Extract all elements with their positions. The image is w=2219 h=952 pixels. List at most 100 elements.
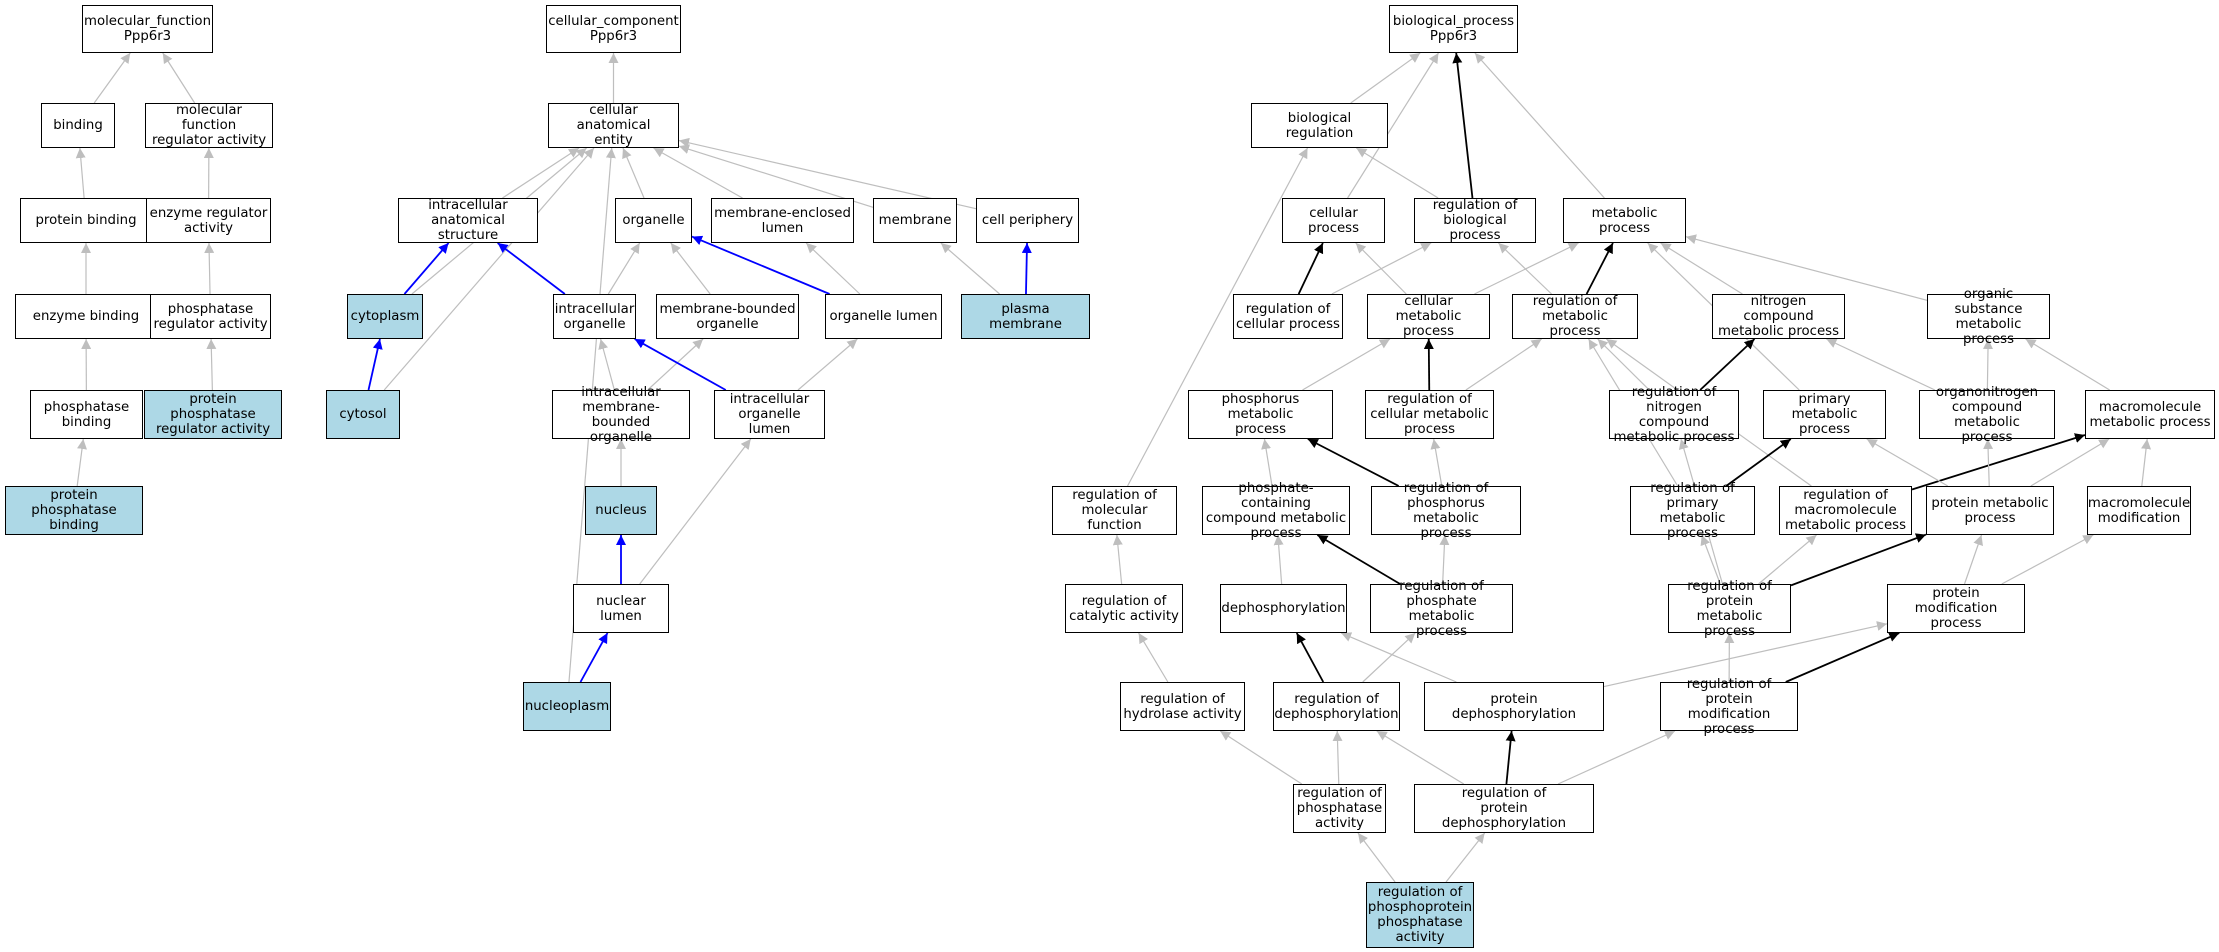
go-term-node-rncmp: regulation of nitrogen compound metaboli… xyxy=(1609,385,1739,445)
go-term-node-ppra: protein phosphatase regulator activity xyxy=(144,390,282,439)
edge-rncmp-to-ncmp xyxy=(1699,338,1756,391)
edge-pdeph-to-deph xyxy=(1340,632,1457,683)
go-term-node-rca: regulation of catalytic activity xyxy=(1065,584,1183,633)
edge-phmp-to-cmp xyxy=(1302,338,1391,391)
edge-rprotmp-to-rmacmp xyxy=(1758,534,1817,585)
edge-ol-to-org xyxy=(691,235,830,295)
go-term-node-nl: nuclear lumen xyxy=(573,584,669,633)
edge-oncmp-to-ncmp xyxy=(1826,338,1936,391)
edge-pccmp-to-phmp xyxy=(1261,438,1273,487)
go-term-node-rbp: regulation of biological process xyxy=(1414,198,1536,243)
go-term-node-rprotmp: regulation of protein metabolic process xyxy=(1668,579,1791,639)
edge-rpdeph-to-rdeph xyxy=(1376,730,1465,785)
edge-rpdeph-to-pdeph xyxy=(1505,730,1516,785)
go-term-node-pccmp: phosphate-containing compound metabolic … xyxy=(1202,481,1350,541)
go-term-node-protmp: protein metabolic process xyxy=(1926,486,2054,535)
go-term-node-phb: phosphatase binding xyxy=(30,390,143,439)
go-term-node-eb: enzyme binding xyxy=(15,294,157,339)
go-term-node-rmp: regulation of metabolic process xyxy=(1512,294,1638,339)
edge-rpmp2-to-pccmp xyxy=(1316,534,1401,585)
edge-iol-to-ol xyxy=(797,338,858,391)
go-term-node-rppa: regulation of phosphoprotein phosphatase… xyxy=(1366,882,1474,948)
go-term-node-rphmp: regulation of phosphorus metabolic proce… xyxy=(1371,481,1521,541)
edge-ppb-to-phb xyxy=(76,438,87,487)
go-term-node-rpmp: regulation of primary metabolic process xyxy=(1630,481,1755,541)
go-term-node-pmp: primary metabolic process xyxy=(1763,390,1886,439)
edge-pdeph-to-pmodp xyxy=(1603,621,1888,688)
edge-nl-to-iol xyxy=(639,438,752,585)
go-term-node-pm: plasma membrane xyxy=(961,294,1090,339)
go-term-node-cc: cellular_component Ppp6r3 xyxy=(546,5,681,53)
edge-protmp-to-oncmp xyxy=(1983,438,1994,487)
edge-io-to-ias xyxy=(497,242,566,295)
edge-pra-to-era xyxy=(204,242,215,295)
go-term-node-macmod: macromolecule modification xyxy=(2087,486,2191,535)
edge-mbo-to-org xyxy=(670,242,711,295)
go-term-node-oncmp: organonitrogen compound metabolic proces… xyxy=(1919,385,2055,445)
edge-rpmp2-to-rphmp xyxy=(1439,534,1450,585)
edge-pmodp-to-macmod xyxy=(2001,534,2094,585)
edge-imbo-to-mbo xyxy=(647,338,704,391)
go-term-node-pmodp: protein modification process xyxy=(1887,584,2025,633)
edge-cmp-to-cellp xyxy=(1355,242,1407,295)
edge-rpmodp-to-pmodp xyxy=(1785,632,1900,683)
go-term-node-mem: membrane xyxy=(873,198,957,243)
edge-ol-to-mel xyxy=(805,242,861,295)
edge-rha-to-rca xyxy=(1138,632,1169,683)
go-term-node-rcmp: regulation of cellular metabolic process xyxy=(1365,390,1494,439)
edge-ppra-to-pra xyxy=(206,338,217,391)
edge-oncmp-to-osmp xyxy=(1983,338,1994,391)
go-term-node-iol: intracellular organelle lumen xyxy=(714,390,825,439)
edge-rmp-to-rbp xyxy=(1498,242,1552,295)
edge-imbo-to-io xyxy=(598,338,615,391)
go-term-node-cellp: cellular process xyxy=(1282,198,1385,243)
edge-cp-to-cae xyxy=(678,137,977,210)
edge-rbp-to-br xyxy=(1356,147,1439,199)
edge-rpdeph-to-rpmodp xyxy=(1557,730,1676,785)
edge-rdeph-to-deph xyxy=(1295,632,1325,683)
go-term-node-nuc: nucleus xyxy=(585,486,657,535)
go-term-node-cytosol: cytosol xyxy=(326,390,400,439)
edge-rphmp-to-phmp xyxy=(1307,438,1400,487)
edge-cellp-to-bp xyxy=(1347,52,1439,199)
go-term-node-mel: membrane-enclosed lumen xyxy=(711,198,854,243)
edge-mfra-to-mf xyxy=(162,52,196,104)
go-term-node-pra: phosphatase regulator activity xyxy=(150,294,271,339)
go-term-node-cyto: cytoplasm xyxy=(347,294,423,339)
go-term-node-ncmp: nitrogen compound metabolic process xyxy=(1712,294,1845,339)
edge-pmodp-to-protmp xyxy=(1963,534,1983,585)
go-term-node-mfra: molecular function regulator activity xyxy=(145,103,273,148)
edge-rmacmp-to-macmp xyxy=(1911,433,2086,491)
go-term-node-mbo: membrane-bounded organelle xyxy=(656,294,799,339)
go-term-node-org: organelle xyxy=(615,198,692,243)
go-term-node-deph: dephosphorylation xyxy=(1220,584,1347,633)
go-term-node-phmp: phosphorus metabolic process xyxy=(1188,390,1333,439)
go-term-node-br: biological regulation xyxy=(1251,103,1388,148)
edge-pm-to-cp xyxy=(1021,242,1032,295)
edge-rcmp-to-rmp xyxy=(1465,338,1542,391)
go-term-node-ias: intracellular anatomical structure xyxy=(398,198,538,243)
go-term-node-io: intracellular organelle xyxy=(553,294,636,339)
edge-protmp-to-pmp xyxy=(1866,438,1949,487)
edge-rmf-to-br xyxy=(1127,147,1309,487)
edge-rphmp-to-rcmp xyxy=(1430,438,1443,487)
edge-cyto-to-ias xyxy=(403,242,450,295)
edge-np-to-nl xyxy=(579,632,609,683)
go-term-node-imbo: intracellular membrane-bounded organelle xyxy=(552,385,690,445)
edge-rpmp-to-pmp xyxy=(1725,438,1792,487)
go-term-node-macmp: macromolecule metabolic process xyxy=(2085,390,2215,439)
edge-rncmp-to-rmp xyxy=(1597,338,1650,391)
go-term-node-rpdeph: regulation of protein dephosphorylation xyxy=(1414,784,1594,833)
edge-mem-to-cae xyxy=(678,144,874,208)
go-term-node-rdeph: regulation of dephosphorylation xyxy=(1273,682,1400,731)
edge-br-to-bp xyxy=(1350,52,1421,104)
edge-cytosol-to-cyto xyxy=(367,338,383,391)
go-term-node-ppb: protein phosphatase binding xyxy=(5,486,143,535)
edge-deph-to-pccmp xyxy=(1273,534,1284,585)
edge-io-to-org xyxy=(607,242,641,295)
go-term-node-rmf: regulation of molecular function xyxy=(1052,486,1177,535)
edge-ncmp-to-mp xyxy=(1660,242,1743,295)
edge-cytosol-to-cae xyxy=(383,147,595,391)
